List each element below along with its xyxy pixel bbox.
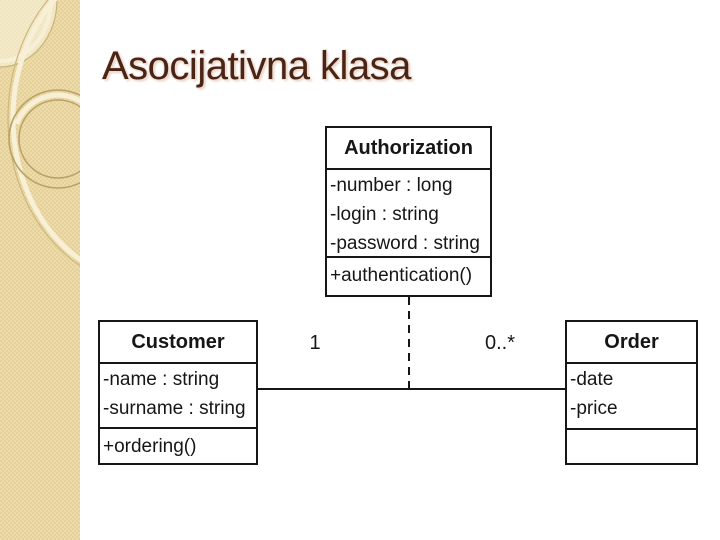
class-box-authorization: Authorization -number : long -login : str… [325, 126, 492, 297]
class-name-customer: Customer [131, 330, 225, 353]
slide-title: Asocijativna klasa [102, 44, 411, 88]
class-member: +ordering() [103, 436, 197, 457]
association-line [258, 388, 565, 390]
class-member: -password : string [330, 233, 480, 254]
class-name-order: Order [604, 330, 659, 353]
class-member: +authentication() [330, 265, 473, 286]
class-methods-order [567, 428, 696, 463]
sidebar-decoration [0, 0, 80, 540]
class-attributes-order: -date -price [567, 362, 696, 428]
class-member: -login : string [330, 204, 439, 225]
class-box-customer: Customer -name : string -surname : string… [98, 320, 258, 465]
class-name-authorization: Authorization [344, 136, 473, 159]
class-member: -surname : string [103, 398, 246, 419]
class-member: -price [570, 398, 618, 419]
sidebar-circles-graphic [0, 0, 80, 267]
class-member: -number : long [330, 175, 453, 196]
class-box-order: Order -date -price [565, 320, 698, 465]
class-attributes-customer: -name : string -surname : string [100, 362, 256, 427]
multiplicity-customer-side: 1 [309, 332, 321, 354]
class-member: -date [570, 369, 614, 390]
associative-class-dashed-link [408, 297, 410, 389]
class-methods-customer: +ordering() [100, 427, 256, 463]
class-attributes-authorization: -number : long -login : string -password :… [327, 168, 490, 256]
class-methods-authorization: +authentication() [327, 256, 490, 293]
class-member: -name : string [103, 369, 220, 390]
multiplicity-order-side: 0..* [484, 332, 516, 354]
